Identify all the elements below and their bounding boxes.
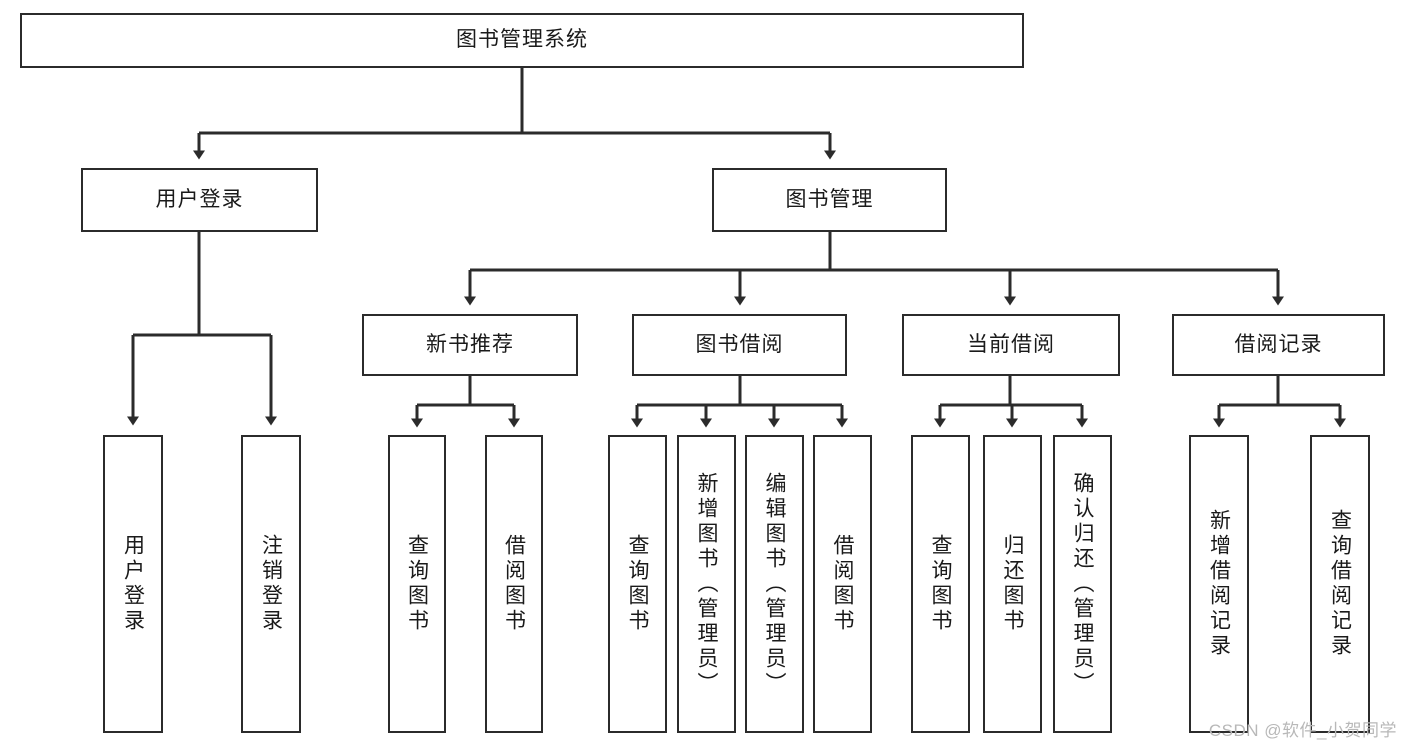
node-borrow-record[interactable]: 借阅记录	[1172, 314, 1385, 376]
node-label: 当前借阅	[967, 332, 1055, 356]
node-label: 用户登录	[155, 187, 244, 211]
node-leaf-borrow-book-1[interactable]: 借阅图书	[485, 435, 543, 733]
node-leaf-add-record[interactable]: 新增借阅记录	[1189, 435, 1249, 733]
node-label: 借阅图书	[831, 534, 854, 634]
node-label: 注销登录	[259, 534, 283, 634]
node-leaf-user-logout[interactable]: 注销登录	[241, 435, 301, 733]
node-label: 编辑图书（管理员）	[763, 471, 786, 697]
edges-currentborrow-to-leaves	[934, 376, 1088, 428]
node-user-login[interactable]: 用户登录	[81, 168, 318, 232]
node-label: 借阅图书	[502, 534, 526, 634]
node-leaf-add-book[interactable]: 新增图书（管理员）	[677, 435, 736, 733]
node-leaf-query-book-3[interactable]: 查询图书	[911, 435, 970, 733]
node-label: 新增借阅记录	[1207, 509, 1231, 659]
node-leaf-edit-book[interactable]: 编辑图书（管理员）	[745, 435, 804, 733]
node-leaf-user-login[interactable]: 用户登录	[103, 435, 163, 733]
node-label: 用户登录	[121, 534, 145, 634]
node-leaf-query-book-1[interactable]: 查询图书	[388, 435, 446, 733]
node-leaf-query-book-2[interactable]: 查询图书	[608, 435, 667, 733]
node-label: 查询借阅记录	[1328, 509, 1352, 659]
node-label: 图书借阅	[695, 332, 784, 356]
node-leaf-borrow-book-2[interactable]: 借阅图书	[813, 435, 872, 733]
node-new-book-rec[interactable]: 新书推荐	[362, 314, 578, 376]
node-book-manage[interactable]: 图书管理	[712, 168, 947, 232]
edges-bookborrow-to-leaves	[631, 376, 848, 428]
node-label: 查询图书	[626, 534, 649, 634]
node-label: 借阅记录	[1234, 332, 1323, 356]
node-leaf-query-record[interactable]: 查询借阅记录	[1310, 435, 1370, 733]
node-label: 图书管理	[785, 187, 874, 211]
edges-newbookrec-to-leaves	[411, 376, 520, 428]
node-label: 图书管理系统	[456, 28, 588, 52]
edges-root-to-level2	[193, 68, 836, 160]
node-current-borrow[interactable]: 当前借阅	[902, 314, 1120, 376]
node-label: 确认归还（管理员）	[1071, 471, 1094, 697]
node-root-system[interactable]: 图书管理系统	[20, 13, 1024, 68]
node-label: 查询图书	[405, 534, 429, 634]
node-label: 归还图书	[1001, 534, 1024, 634]
edges-bookmanage-to-level3	[464, 232, 1284, 306]
node-leaf-confirm-return[interactable]: 确认归还（管理员）	[1053, 435, 1112, 733]
node-label: 查询图书	[929, 534, 952, 634]
node-label: 新增图书（管理员）	[695, 471, 718, 697]
node-leaf-return-book[interactable]: 归还图书	[983, 435, 1042, 733]
edges-userlogin-to-leaves	[127, 232, 277, 426]
node-label: 新书推荐	[426, 332, 514, 356]
node-book-borrow[interactable]: 图书借阅	[632, 314, 847, 376]
edges-borrowrecord-to-leaves	[1213, 376, 1346, 428]
